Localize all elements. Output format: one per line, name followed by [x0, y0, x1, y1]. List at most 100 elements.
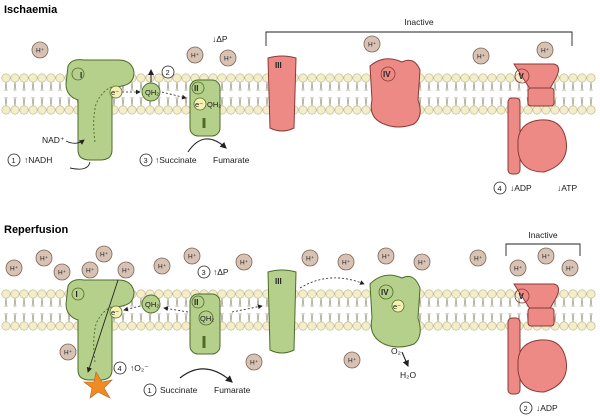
- lipid-head: [298, 96, 308, 115]
- reperfusion-succinate: Succinate: [160, 385, 198, 395]
- ischaemia-electron-ii-label: e⁻: [195, 100, 203, 109]
- lipid-head: [244, 312, 254, 331]
- proton-label: H⁺: [368, 42, 377, 49]
- lipid-head: [163, 312, 173, 331]
- lipid-head: [298, 73, 308, 92]
- lipid-head: [469, 312, 479, 331]
- reperfusion-step-1: 1: [143, 383, 157, 397]
- reperfusion-step-1-label: 1: [148, 386, 152, 395]
- lipid-head: [172, 312, 182, 331]
- lipid-head: [352, 289, 362, 308]
- lipid-head: [451, 312, 461, 331]
- lipid-head: [55, 96, 65, 115]
- lipid-head: [10, 96, 20, 115]
- proton-label: H⁺: [514, 266, 523, 273]
- reperfusion-e-arrow-2: [163, 306, 189, 313]
- lipid-head: [163, 96, 173, 115]
- lipid-head: [46, 73, 56, 92]
- ischaemia-complex-ii-label: II: [194, 84, 198, 93]
- lipid-head: [127, 312, 137, 331]
- lipid-head: [577, 289, 587, 308]
- ischaemia-complex-v-label: V: [519, 72, 525, 81]
- ischaemia-electron-i-label: e⁻: [111, 88, 119, 97]
- lipid-head: [424, 73, 434, 92]
- lipid-head: [316, 289, 326, 308]
- ros-spark-icon: [83, 371, 113, 399]
- lipid-head: [181, 312, 191, 331]
- proton-label: H⁺: [566, 266, 575, 273]
- ischaemia-succinate-arrow: [187, 138, 227, 153]
- reperfusion-electron-i-label: e⁻: [111, 308, 119, 317]
- lipid-head: [487, 312, 497, 331]
- lipid-head: [298, 312, 308, 331]
- lipid-head: [487, 96, 497, 115]
- lipid-head: [433, 312, 443, 331]
- ischaemia-nadh: ↑NADH: [24, 155, 52, 165]
- reperfusion-h2o: H₂O: [400, 370, 416, 380]
- lipid-head: [46, 312, 56, 331]
- lipid-head: [352, 73, 362, 92]
- lipid-head: [1, 289, 11, 308]
- proton-label: H⁺: [240, 260, 249, 267]
- lipid-head: [235, 312, 245, 331]
- lipid-head: [172, 289, 182, 308]
- lipid-head: [181, 96, 191, 115]
- proton-label: H⁺: [58, 270, 67, 277]
- lipid-head: [487, 289, 497, 308]
- lipid-head: [307, 73, 317, 92]
- lipid-head: [496, 289, 506, 308]
- lipid-head: [37, 73, 47, 92]
- proton-label: H⁺: [477, 54, 486, 61]
- lipid-head: [1, 96, 11, 115]
- ischaemia-complex-i: I e⁻: [65, 59, 135, 161]
- ischaemia-inactive-bracket: Inactive: [265, 17, 573, 46]
- ischaemia-panel: Ischaemia Inactive ↓ΔP I e⁻ QH₂: [4, 4, 577, 195]
- reperfusion-complex-iii-label: III: [275, 277, 282, 286]
- lipid-head: [496, 96, 506, 115]
- reperfusion-e-arrow-4: [231, 304, 263, 313]
- lipid-head: [316, 96, 326, 115]
- lipid-head: [226, 312, 236, 331]
- lipid-head: [442, 289, 452, 308]
- proton-label: H⁺: [158, 264, 167, 271]
- lipid-head: [10, 73, 20, 92]
- lipid-head: [118, 96, 128, 115]
- lipid-head: [505, 73, 515, 92]
- ischaemia-succinate: ↑Succinate: [155, 155, 197, 165]
- lipid-head: [442, 96, 452, 115]
- lipid-head: [424, 312, 434, 331]
- lipid-head: [433, 73, 443, 92]
- lipid-head: [37, 96, 47, 115]
- lipid-head: [460, 312, 470, 331]
- reperfusion-step-2-label: 2: [524, 404, 528, 413]
- reperfusion-step-4-label: 4: [118, 364, 122, 373]
- reperfusion-complex-iv: IV e⁻: [369, 274, 421, 348]
- reperfusion-ros-arrow: [86, 279, 119, 373]
- ischaemia-step-3: 3: [139, 153, 153, 167]
- reperfusion-superoxide: ↑O₂⁻: [130, 363, 149, 373]
- reperfusion-o2: O₂: [391, 346, 401, 356]
- ischaemia-qh2-a: QH₂: [141, 82, 161, 102]
- lipid-head: [334, 312, 344, 331]
- reperfusion-complex-i-label: I: [76, 290, 78, 299]
- proton-label: H⁺: [224, 56, 233, 63]
- lipid-head: [424, 96, 434, 115]
- proton-label: H⁺: [418, 260, 427, 267]
- lipid-head: [334, 96, 344, 115]
- lipid-head: [172, 73, 182, 92]
- ischaemia-qh2-b-label: QH₂: [207, 100, 221, 109]
- reperfusion-protons: H⁺ H⁺ H⁺ H⁺ H⁺ H⁺ H⁺ H⁺ H⁺ H⁺ H⁺ H⁺ H⁺ H…: [5, 245, 579, 371]
- ischaemia-complex-iv: IV: [369, 58, 421, 128]
- proton-label: H⁺: [86, 268, 95, 275]
- lipid-head: [226, 73, 236, 92]
- lipid-head: [28, 96, 38, 115]
- lipid-head: [586, 96, 596, 115]
- lipid-head: [316, 312, 326, 331]
- lipid-head: [478, 289, 488, 308]
- ischaemia-protons: H⁺ H⁺ H⁺ H⁺ H⁺ H⁺: [31, 35, 554, 67]
- ischaemia-complex-i-label: I: [80, 71, 82, 80]
- ischaemia-fumarate: Fumarate: [213, 155, 250, 165]
- lipid-head: [559, 96, 569, 115]
- lipid-head: [469, 96, 479, 115]
